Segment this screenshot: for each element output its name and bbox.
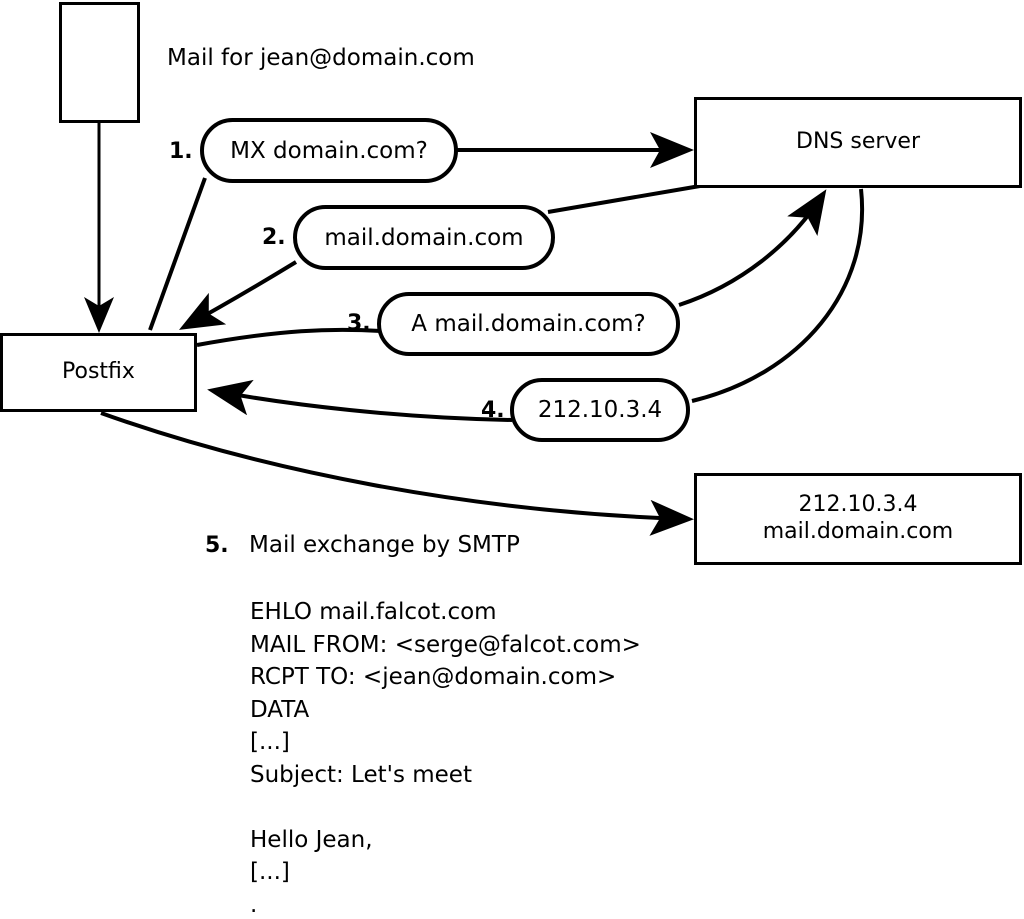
smtp-transcript-line: .: [250, 891, 258, 918]
node-postfix-label: Postfix: [62, 359, 135, 385]
smtp-transcript-line: RCPT TO: <jean@domain.com>: [250, 664, 617, 690]
step-5-label: Mail exchange by SMTP: [249, 532, 520, 558]
step-2-bubble: mail.domain.com: [293, 205, 555, 270]
smtp-transcript-line: Subject: Let's meet: [250, 761, 472, 788]
smtp-transcript-line: DATA: [250, 696, 310, 723]
node-target-hostname: mail.domain.com: [762, 519, 954, 544]
node-dns-server: DNS server: [694, 97, 1022, 188]
step-4-number: 4.: [481, 398, 505, 423]
step-3-number: 3.: [347, 311, 371, 336]
node-sender-box: [59, 2, 140, 123]
connector-step2-to-postfix: [178, 260, 298, 330]
step-3-bubble: A mail.domain.com?: [377, 292, 680, 356]
node-dns-server-label: DNS server: [796, 129, 920, 155]
connector-step1-postfix-side: [148, 177, 207, 331]
smtp-transcript-line: EHLO mail.falcot.com: [250, 599, 497, 625]
node-postfix: Postfix: [0, 333, 197, 412]
step-2-label: mail.domain.com: [324, 224, 524, 251]
step-5-number: 5.: [205, 533, 229, 558]
node-target-ip: 212.10.3.4: [798, 492, 918, 518]
step-2-number: 2.: [262, 225, 286, 250]
node-target-mailserver: 212.10.3.4 mail.domain.com: [694, 473, 1022, 565]
connector-step4-from-dns: [691, 188, 865, 403]
smtp-transcript-line: MAIL FROM: <serge@falcot.com>: [250, 631, 641, 658]
step-1-number: 1.: [169, 139, 193, 164]
connector-step3-to-dns: [678, 189, 827, 307]
smtp-transcript-line: Hello Jean,: [250, 826, 373, 853]
connector-step2-from-dns: [547, 184, 701, 214]
connector-step4-to-postfix: [207, 379, 513, 422]
step-4-label: 212.10.3.4: [537, 397, 663, 423]
smtp-transcript-line: [...]: [250, 859, 290, 885]
smtp-transcript-line: [250, 791, 641, 824]
smtp-transcript-line: [...]: [250, 729, 290, 755]
page-title: Mail for jean@domain.com: [167, 45, 475, 71]
step-4-bubble: 212.10.3.4: [510, 378, 690, 442]
step-3-label: A mail.domain.com?: [411, 311, 646, 337]
step-1-bubble: MX domain.com?: [200, 118, 458, 183]
step-1-label: MX domain.com?: [230, 137, 428, 164]
